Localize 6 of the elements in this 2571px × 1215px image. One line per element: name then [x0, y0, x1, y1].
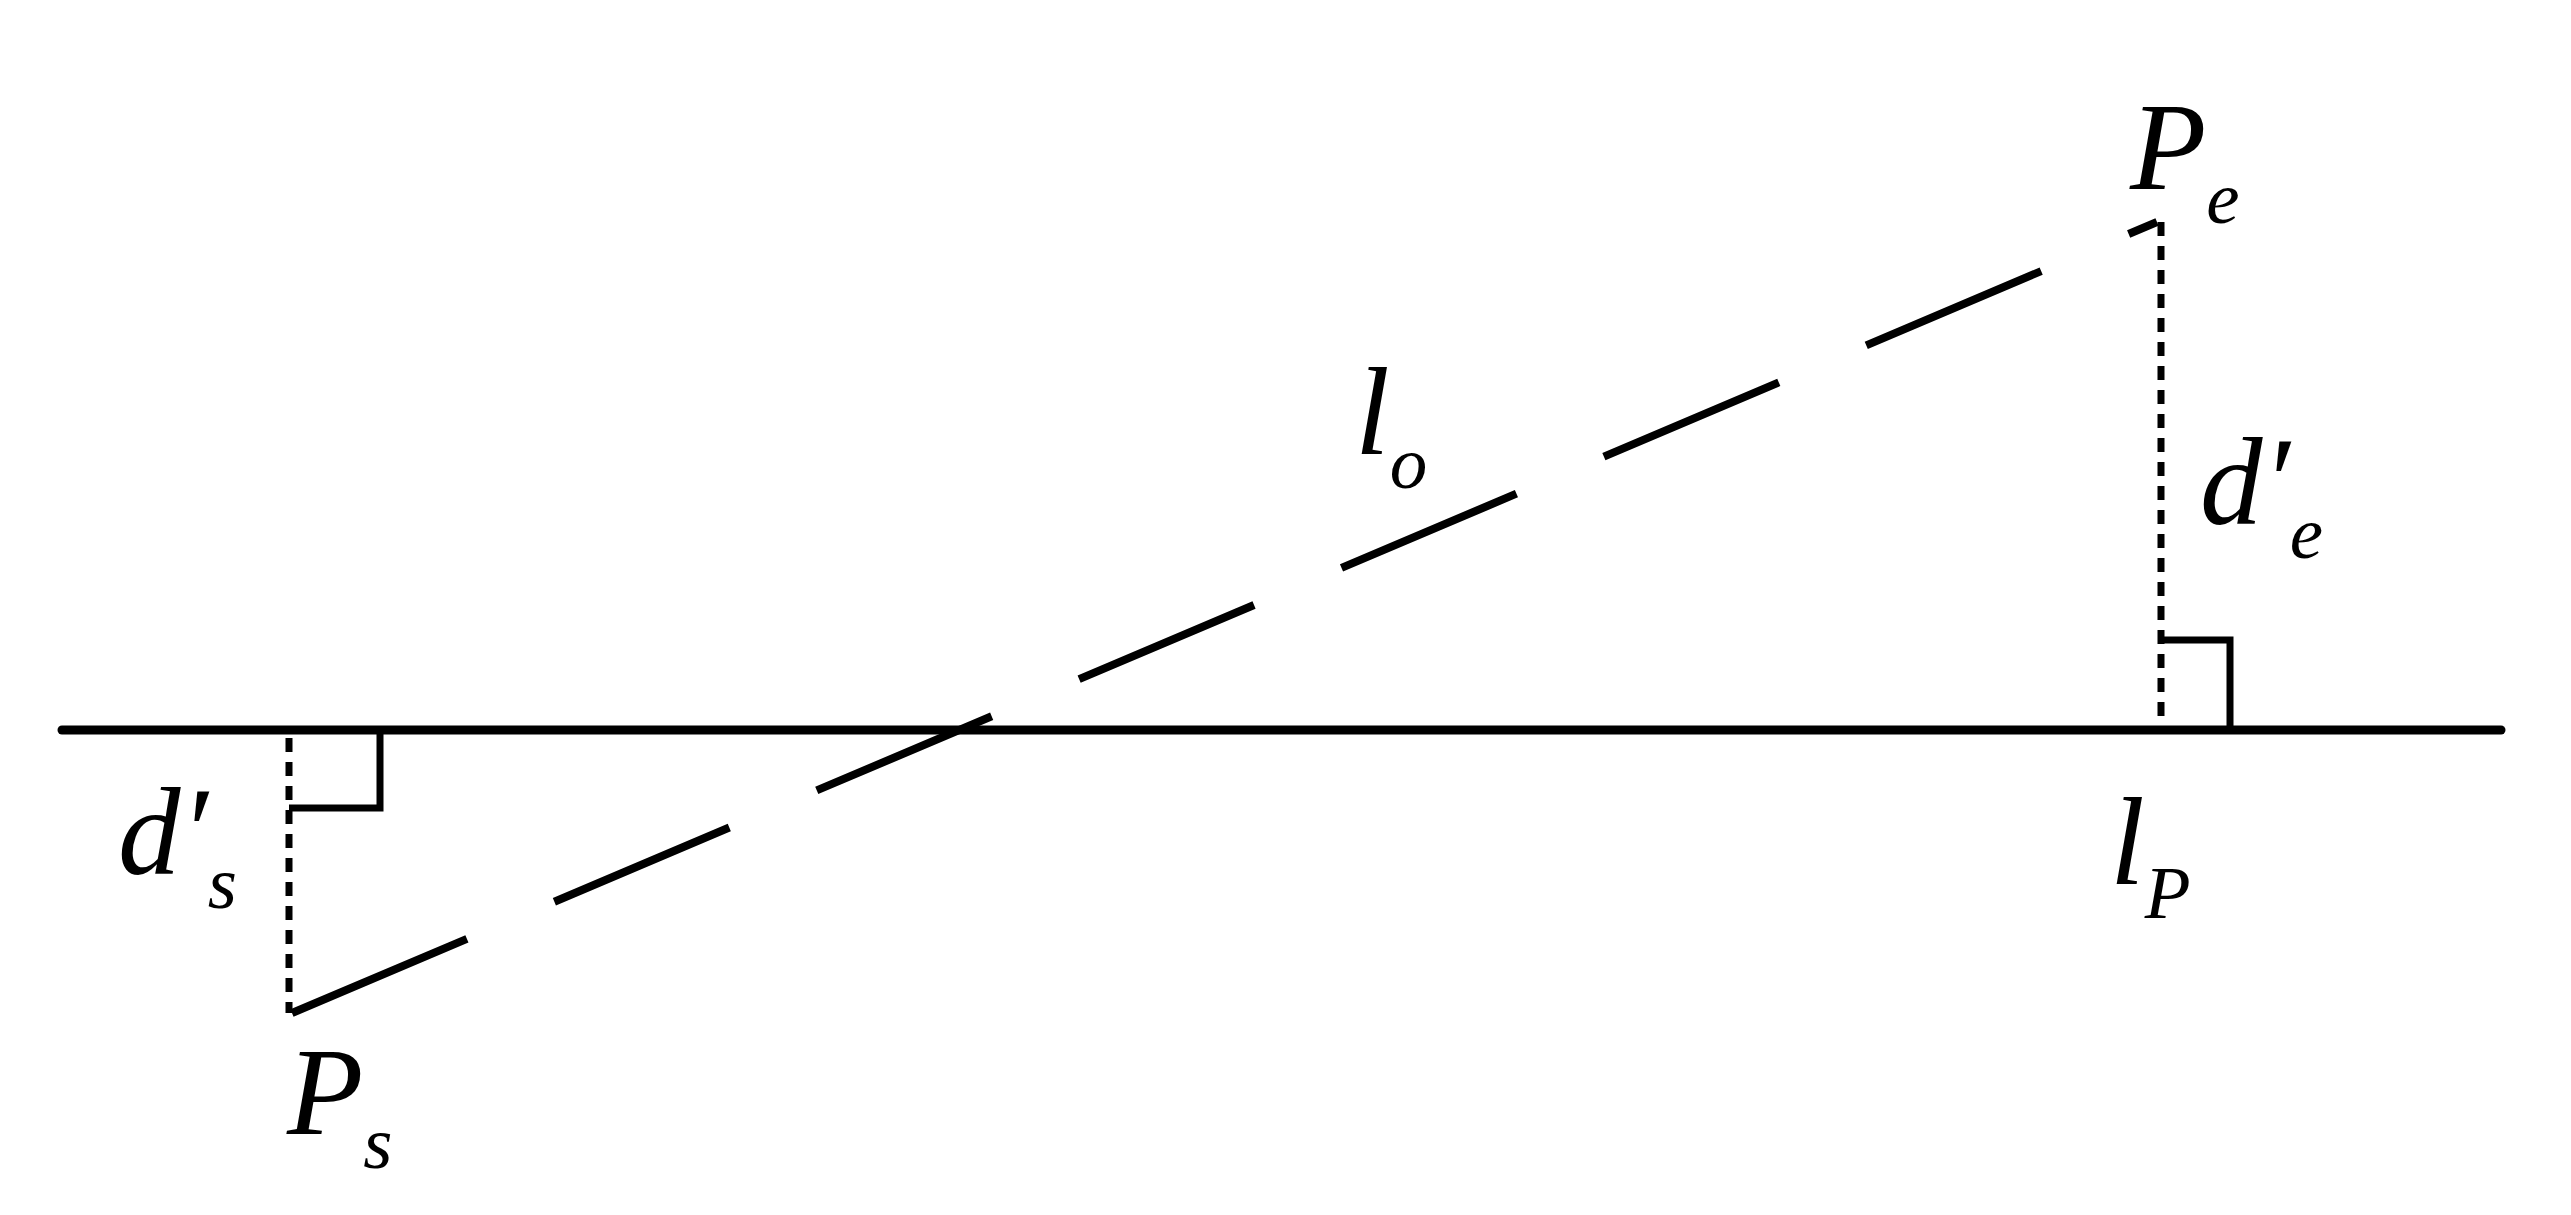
math-label: P$_{s}$	[287, 1030, 393, 1180]
math-label: P$_{e}$	[2130, 85, 2240, 235]
math-label: l$_{P}$	[2110, 780, 2191, 930]
math-label: d′$_{e}$	[2200, 420, 2324, 570]
math-label: l$_{o}$	[1355, 350, 1428, 500]
math-label: d′$_{s}$	[118, 770, 238, 920]
